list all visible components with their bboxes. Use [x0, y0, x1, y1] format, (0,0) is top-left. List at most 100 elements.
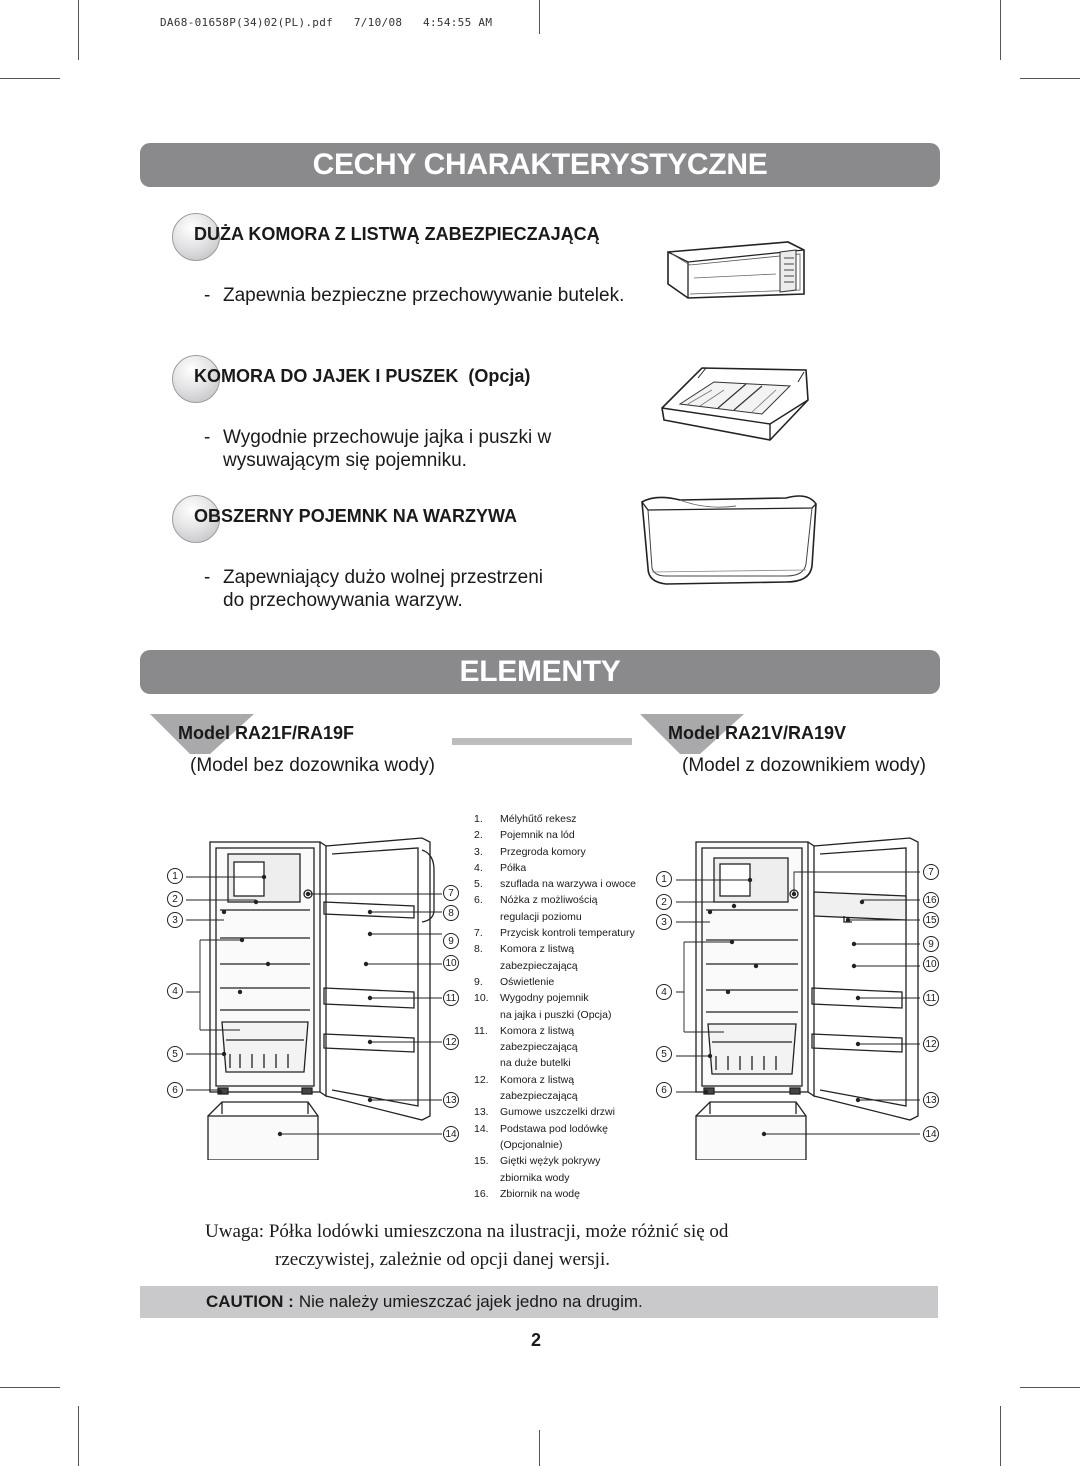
- callout-number: 6: [167, 1082, 183, 1098]
- crop-mark: [78, 0, 79, 60]
- section-banner-features: CECHY CHARAKTERYSTYCZNE: [140, 143, 940, 187]
- callout-number: 3: [167, 912, 183, 928]
- list-item: 10. Wygodny pojemnik na jajka i puszki (O…: [474, 990, 654, 1023]
- bullet-orb-icon: [172, 213, 220, 261]
- callout-number: 8: [443, 905, 459, 921]
- note-text: Uwaga: Półka lodówki umieszczona na ilus…: [205, 1221, 729, 1270]
- list-item-label: Mélyhűtő rekesz: [500, 813, 577, 825]
- pdf-file-header: DA68-01658P(34)02(PL).pdf 7/10/08 4:54:5…: [160, 16, 493, 29]
- crop-mark: [1000, 1406, 1001, 1466]
- caution-text: Nie należy umieszczać jajek jedno na dru…: [298, 1292, 643, 1311]
- caution-bar: CAUTION : Nie należy umieszczać jajek je…: [140, 1286, 938, 1318]
- list-item-number: 4.: [474, 861, 483, 874]
- list-item: 14.Podstawa pod lodówkę (Opcjonalnie): [474, 1121, 654, 1154]
- list-item-label: Przycisk kontroli temperatury: [500, 927, 635, 940]
- list-item-number: 3.: [474, 845, 483, 858]
- callout-number: 3: [656, 914, 672, 930]
- list-item-label: Przegroda komory: [500, 845, 586, 858]
- list-item-number: 10.: [474, 992, 489, 1005]
- list-item: 1.Mélyhűtő rekesz: [474, 811, 654, 827]
- callout-number: 7: [443, 885, 459, 901]
- list-item: 12. Komora z listwą zabezpieczającą: [474, 1072, 654, 1105]
- list-item: 4.Półka: [474, 860, 654, 876]
- callout-number: 2: [167, 891, 183, 907]
- list-item: 5. szuflada na warzywa i owoce: [474, 876, 654, 892]
- list-item-number: 5.: [474, 878, 483, 891]
- model-subtitle-right: (Model z dozownikiem wody): [682, 755, 926, 776]
- list-item: 6. Nóżka z możliwością regulacji poziomu: [474, 892, 654, 925]
- model-name-left: Model RA21F/RA19F: [178, 723, 355, 743]
- callout-number: 6: [656, 1082, 672, 1098]
- callout-number: 10: [923, 956, 939, 972]
- caution-label: CAUTION :: [206, 1292, 294, 1311]
- list-item: 2. Pojemnik na lód: [474, 827, 654, 843]
- callout-number: 11: [443, 990, 459, 1006]
- callout-number: 5: [167, 1046, 183, 1062]
- callout-number: 2: [656, 894, 672, 910]
- list-item-label: Komora z listwą zabezpieczającą: [500, 1073, 578, 1103]
- list-item-label: Giętki wężyk pokrywy zbiornika wody: [500, 1155, 601, 1184]
- feature-block: OBSZERNY POJEMNK NA WARZYWA -Zapewniając…: [172, 495, 662, 611]
- list-item-label: Gumowe uszczelki drzwi: [500, 1106, 615, 1119]
- list-item-number: 12.: [474, 1073, 489, 1086]
- callout-number: 4: [167, 983, 183, 999]
- parts-list: 1.Mélyhűtő rekesz 2. Pojemnik na lód 3. Prze…: [474, 811, 654, 1202]
- list-item-number: 13.: [474, 1106, 489, 1119]
- crop-mark: [1020, 78, 1080, 79]
- callout-number: 5: [656, 1046, 672, 1062]
- fridge-diagram-right: [676, 837, 920, 1160]
- callout-number: 15: [923, 912, 939, 928]
- list-item-label: Zbiornik na wodę: [500, 1187, 580, 1200]
- section-title: CECHY CHARAKTERYSTYCZNE: [312, 148, 768, 181]
- feature-title: OBSZERNY POJEMNK NA WARZYWA: [194, 506, 518, 526]
- list-item-number: 11.: [474, 1024, 488, 1037]
- callout-number: 9: [443, 933, 459, 949]
- divider: [452, 738, 632, 745]
- callout-number: 16: [923, 892, 939, 908]
- list-item: 11. Komora z listwą zabezpieczającą na du…: [474, 1023, 654, 1072]
- callout-number: 1: [656, 871, 672, 887]
- door-bottle-guard-icon: [667, 241, 805, 299]
- callout-number: 13: [443, 1092, 459, 1108]
- model-tab-shape: [640, 714, 744, 754]
- callout-number: 9: [923, 936, 939, 952]
- list-item: 16. Zbiornik na wodę: [474, 1186, 654, 1202]
- list-item-number: 16.: [474, 1187, 489, 1200]
- list-item-label: szuflada na warzywa i owoce: [500, 878, 636, 891]
- callout-number: 12: [443, 1034, 459, 1050]
- list-item-number: 2.: [474, 829, 483, 842]
- list-item-number: 15.: [474, 1155, 489, 1168]
- list-item-number: 7.: [474, 927, 483, 940]
- model-subtitle-left: (Model bez dozownika wody): [190, 755, 436, 776]
- list-item-label: Wygodny pojemnik na jajka i puszki (Opcj…: [500, 992, 612, 1021]
- model-name-right: Model RA21V/RA19V: [668, 723, 847, 743]
- feature-block: DUŻA KOMORA Z LISTWĄ ZABEZPIECZAJĄCĄ -Za…: [172, 213, 662, 306]
- bullet-orb-icon: [172, 495, 220, 543]
- list-item-number: 9.: [474, 975, 483, 988]
- list-item-label: Pojemnik na lód: [500, 829, 575, 842]
- crop-mark: [78, 1406, 79, 1466]
- list-item: 7. Przycisk kontroli temperatury: [474, 925, 654, 941]
- crop-mark: [1020, 1387, 1080, 1388]
- crop-mark: [539, 0, 540, 34]
- list-item-number: 6.: [474, 894, 483, 907]
- list-item-label: Podstawa pod lodówkę (Opcjonalnie): [500, 1122, 608, 1151]
- list-item: 3. Przegroda komory: [474, 844, 654, 860]
- feature-title: DUŻA KOMORA Z LISTWĄ ZABEZPIECZAJĄCĄ: [194, 224, 600, 244]
- callout-number: 11: [923, 990, 939, 1006]
- list-item-label: Komora z listwą zabezpieczającą: [500, 943, 578, 972]
- crop-mark: [0, 1387, 60, 1388]
- crop-mark: [1000, 0, 1001, 60]
- callout-number: 14: [923, 1126, 939, 1142]
- list-item-label: Oświetlenie: [500, 975, 555, 988]
- list-item-number: 8.: [474, 943, 483, 956]
- list-item-label: Nóżka z możliwością regulacji poziomu: [500, 894, 598, 923]
- callout-number: 13: [923, 1092, 939, 1108]
- section-banner-elements: ELEMENTY: [140, 650, 940, 694]
- list-item: 13. Gumowe uszczelki drzwi: [474, 1104, 654, 1120]
- callout-number: 4: [656, 984, 672, 1000]
- list-item-label: Komora z listwą zabezpieczającą na duże …: [500, 1024, 578, 1070]
- egg-can-tray-icon: [661, 367, 809, 441]
- callout-number: 12: [923, 1036, 939, 1052]
- feature-title: KOMORA DO JAJEK I PUSZEK (Opcja): [194, 366, 531, 386]
